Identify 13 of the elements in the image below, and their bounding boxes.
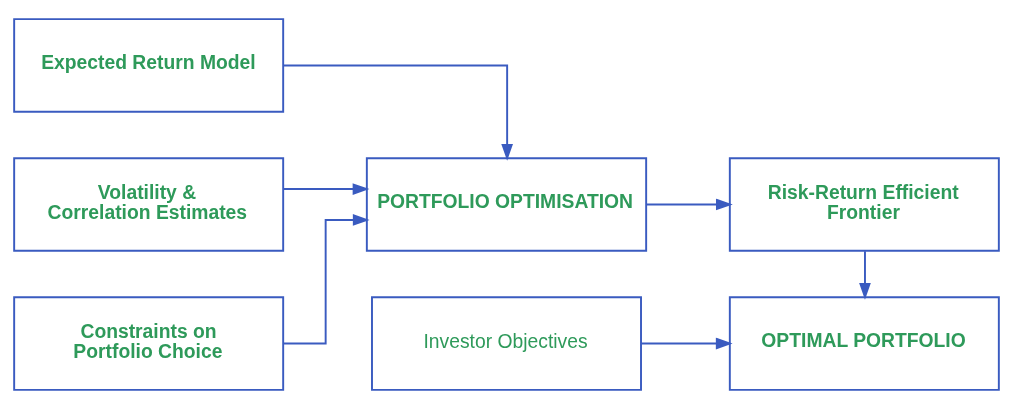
node-box: Volatility & Correlation Estimates (13, 157, 285, 252)
arrow (640, 337, 733, 350)
arrow (859, 250, 871, 300)
arrow (282, 64, 513, 161)
node-box: Expected Return Model (13, 18, 285, 113)
node-box: Investor Objectives (371, 296, 642, 391)
node-box: OPTIMAL PORTFOLIO (728, 296, 1000, 391)
node-box: PORTFOLIO OPTIMISATION (365, 157, 648, 252)
node-box: Constraints on Portfolio Choice (13, 296, 285, 391)
arrow (282, 183, 370, 195)
arrow (645, 198, 733, 211)
node-box: Risk-Return Efficient Frontier (728, 157, 1000, 252)
arrow (282, 214, 370, 345)
